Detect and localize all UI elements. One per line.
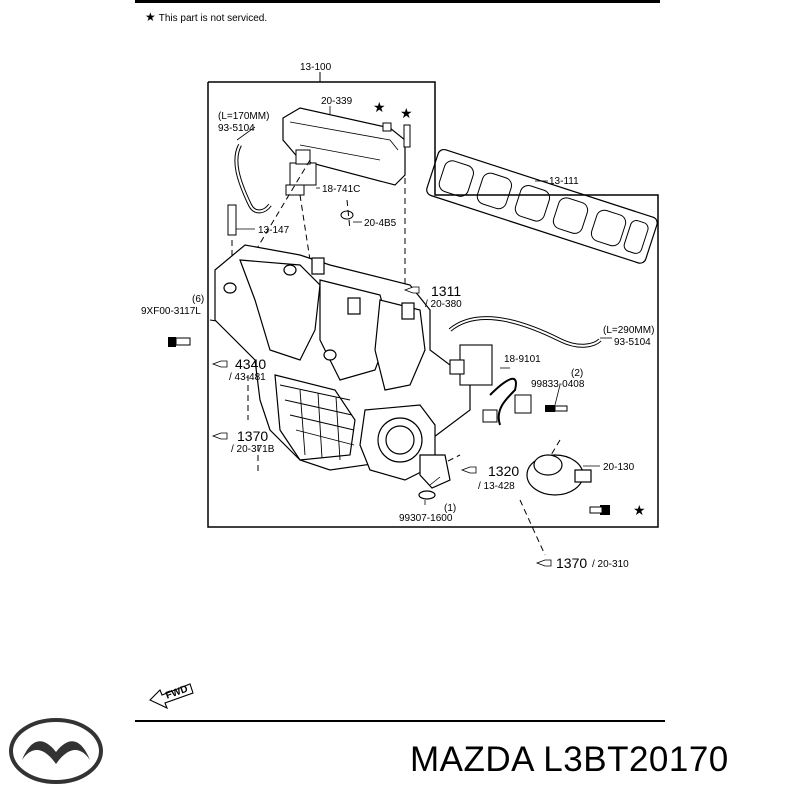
- top-rule: [135, 0, 660, 3]
- label-20-310: / 20-310: [592, 559, 629, 570]
- valve-assembly: [449, 344, 493, 386]
- label-99833-0408: 99833-0408: [531, 379, 585, 390]
- label-20-130: 20-130: [603, 462, 635, 473]
- label-93-5104-b: 93-5104: [614, 337, 651, 348]
- bolt-99833-0408: [545, 405, 568, 412]
- label-9xf00-3117l: 9XF00-3117L: [141, 306, 201, 317]
- label-13-100: 13-100: [300, 62, 332, 73]
- note-text: This part is not serviced.: [158, 13, 268, 24]
- label-l-290mm: (L=290MM): [603, 325, 654, 336]
- label-20-339: 20-339: [321, 96, 353, 107]
- label-1370-b: 1370: [556, 555, 587, 571]
- actuator-20-130: [526, 454, 592, 496]
- label-18-9101: 18-9101: [504, 354, 541, 365]
- label-99307-1600: 99307-1600: [399, 513, 453, 524]
- star-icon: ★: [633, 502, 646, 518]
- label-13-111: 13-111: [549, 176, 579, 187]
- star-icon: ★: [400, 105, 413, 121]
- label-20-380: / 20-380: [425, 299, 462, 310]
- label-qty-2: (2): [571, 368, 583, 379]
- label-qty-1: (1): [444, 503, 456, 514]
- screw-icon: [589, 505, 610, 515]
- star-icon: ★: [373, 99, 386, 115]
- mazda-logo-icon: [9, 718, 103, 784]
- label-13-147: 13-147: [258, 225, 290, 236]
- sensor-18-9101: [482, 377, 532, 426]
- stud-13-147: [227, 204, 237, 236]
- label-20-371b: / 20-371B: [231, 444, 275, 455]
- brand-part-number: MAZDA L3BT20170: [410, 740, 729, 779]
- valve-18-741c: [285, 149, 317, 196]
- throttle-body: [359, 404, 451, 489]
- hose-93-5104-b: [448, 316, 602, 348]
- fwd-arrow-icon: [149, 683, 194, 710]
- washer-20-4b5: [340, 210, 354, 220]
- label-l-170mm: (L=170MM): [218, 111, 269, 122]
- label-43-481: / 43-481: [229, 372, 266, 383]
- label-1370-a: 1370: [237, 428, 268, 444]
- bolt-9xf00-3117l: [168, 337, 191, 347]
- label-1320: 1320: [488, 463, 519, 479]
- label-13-428: / 13-428: [478, 481, 515, 492]
- label-qty-6: (6): [192, 294, 204, 305]
- label-93-5104-a: 93-5104: [218, 123, 255, 134]
- star-icon: ★: [145, 10, 156, 24]
- nut-icon: [382, 122, 392, 132]
- label-4340: 4340: [235, 356, 266, 372]
- label-20-4b5: 20-4B5: [364, 218, 397, 229]
- pointer-hand-icon: [211, 286, 552, 567]
- cover-20-339: [282, 107, 406, 186]
- bolt-icon: [403, 124, 411, 148]
- hose-93-5104-a: [234, 144, 272, 214]
- label-1311: 1311: [431, 283, 461, 299]
- gasket-13-111: [426, 148, 658, 264]
- label-18-741c: 18-741C: [322, 184, 360, 195]
- diagram-frame: [207, 81, 659, 528]
- footer-rule: [135, 720, 665, 722]
- o-ring-99307-1600: [418, 490, 436, 500]
- not-serviced-note: ★This part is not serviced.: [145, 10, 267, 24]
